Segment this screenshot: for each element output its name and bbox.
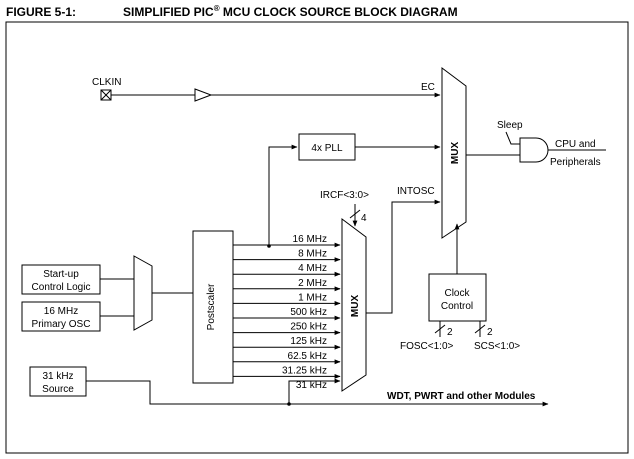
clock-control-block bbox=[428, 273, 487, 322]
freq-label: 4 MHz bbox=[298, 263, 327, 274]
source-31khz-label-2: Source bbox=[42, 384, 74, 395]
freq-label: 500 kHz bbox=[290, 307, 327, 318]
buffer-icon bbox=[194, 88, 213, 102]
ircf-label: IRCF<3:0> bbox=[320, 190, 369, 201]
sleep-wire bbox=[505, 131, 520, 145]
main-mux-label: MUX bbox=[450, 142, 461, 165]
clkin-pin-icon bbox=[100, 89, 112, 101]
clock-control-label-1: Clock bbox=[444, 288, 470, 299]
input-mux bbox=[133, 255, 153, 331]
startup-control-block bbox=[21, 264, 101, 295]
fosc-label: FOSC<1:0> bbox=[400, 341, 454, 352]
figure-number: FIGURE 5-1: bbox=[6, 5, 76, 19]
postscaler-label: Postscaler bbox=[206, 283, 217, 330]
cpu-label-2: Peripherals bbox=[550, 157, 601, 168]
postscaler-block bbox=[192, 230, 234, 384]
wdt-junction bbox=[287, 402, 291, 406]
primary-osc-block bbox=[21, 301, 101, 332]
freq-label: 31.25 kHz bbox=[282, 365, 327, 376]
clkin-label: CLKIN bbox=[92, 77, 121, 88]
ircf-bus-width: 4 bbox=[361, 213, 367, 224]
freq-label: 250 kHz bbox=[290, 322, 327, 333]
ec-label: EC bbox=[421, 82, 435, 93]
startup-label-1: Start-up bbox=[43, 269, 79, 280]
diagram-frame bbox=[5, 21, 629, 454]
wdt-label: WDT, PWRT and other Modules bbox=[387, 391, 536, 402]
main-mux bbox=[441, 67, 467, 239]
fosc-bus-slash bbox=[434, 324, 446, 334]
freq-label: 62.5 kHz bbox=[288, 351, 327, 362]
freq-label: 1 MHz bbox=[298, 292, 327, 303]
scs-bus-slash bbox=[474, 324, 486, 334]
fosc-bus-width: 2 bbox=[447, 327, 453, 338]
scs-bus-width: 2 bbox=[487, 327, 493, 338]
frequency-lines: 16 MHz 8 MHz 4 MHz 2 MHz 1 MHz 500 kHz 250 kHz… bbox=[233, 234, 341, 391]
ircf-bus-slash bbox=[349, 209, 361, 219]
freq-label: 16 MHz bbox=[293, 234, 327, 245]
sleep-label: Sleep bbox=[497, 120, 523, 131]
cpu-label-1: CPU and bbox=[555, 139, 596, 150]
intosc-wire bbox=[366, 199, 441, 314]
pll-in-wire bbox=[268, 144, 298, 246]
source-31khz-to-mux-wire bbox=[288, 378, 341, 404]
freq-label: 125 kHz bbox=[290, 336, 327, 347]
source-31khz-label-1: 31 kHz bbox=[42, 371, 73, 382]
and-gate-icon bbox=[519, 137, 549, 163]
freq-mux-label: MUX bbox=[350, 295, 361, 318]
freq-label: 31 kHz bbox=[296, 380, 327, 391]
freq-label: 8 MHz bbox=[298, 249, 327, 260]
freq-mux bbox=[341, 218, 367, 392]
startup-label-2: Control Logic bbox=[32, 282, 91, 293]
figure-title: SIMPLIFIED PIC® MCU CLOCK SOURCE BLOCK D… bbox=[123, 4, 458, 19]
wdt-wire bbox=[86, 380, 549, 407]
intosc-label: INTOSC bbox=[397, 186, 435, 197]
scs-label: SCS<1:0> bbox=[474, 341, 520, 352]
osc-label-2: Primary OSC bbox=[32, 319, 91, 330]
pll-label: 4x PLL bbox=[311, 143, 343, 154]
osc-label-1: 16 MHz bbox=[44, 306, 78, 317]
pll-block bbox=[298, 133, 356, 161]
freq-label: 2 MHz bbox=[298, 278, 327, 289]
source-31khz-block bbox=[29, 366, 87, 397]
clock-control-label-2: Control bbox=[441, 301, 473, 312]
